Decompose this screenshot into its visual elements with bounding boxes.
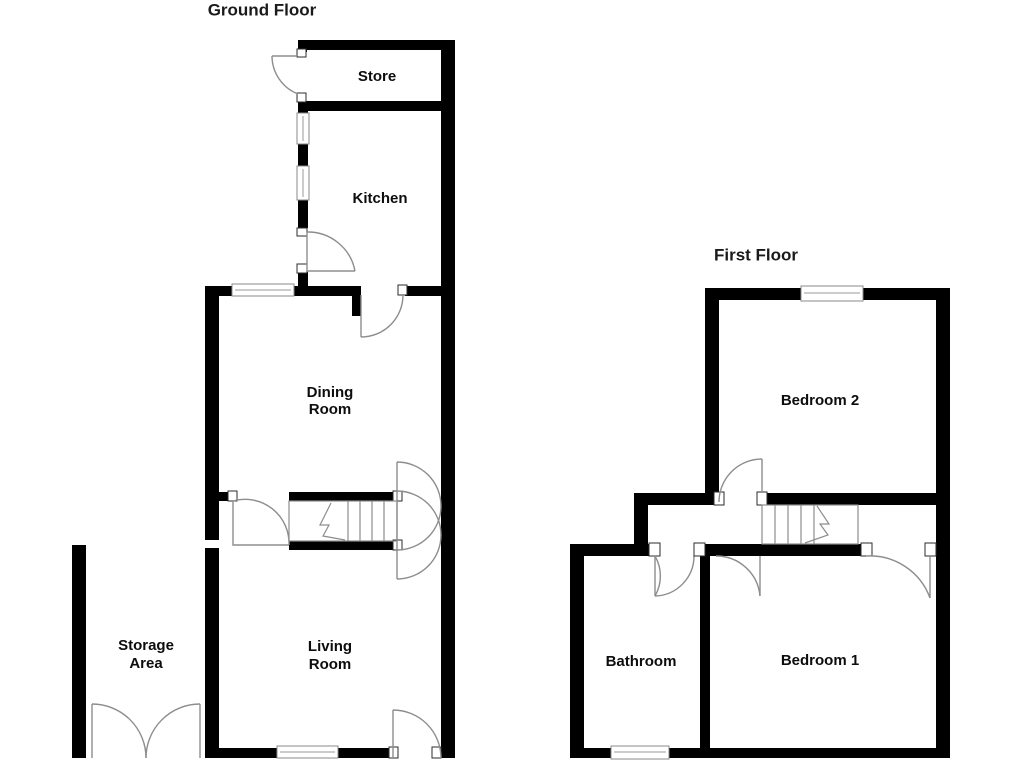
door-bedroom1 bbox=[860, 542, 937, 599]
wall-bed1-bottom bbox=[700, 748, 950, 758]
wall-bathroom-bottom-right bbox=[668, 748, 708, 758]
first-floor-doors bbox=[648, 458, 937, 599]
ground-floor-group bbox=[72, 40, 455, 759]
door-dining-kitchen bbox=[360, 284, 408, 338]
wall-kitchen-left-d bbox=[298, 272, 308, 294]
first-floor-windows bbox=[610, 285, 864, 760]
plan-text-labels: Ground Floor First Floor Store Kitchen D… bbox=[118, 0, 859, 672]
wall-landing-step-upper bbox=[634, 493, 719, 505]
room-label-living-room: Living Room bbox=[308, 638, 352, 673]
wall-landing-bed1-head bbox=[700, 544, 756, 556]
wall-bed2-bottom-right bbox=[765, 493, 937, 505]
wall-kitchen-left-a bbox=[298, 101, 308, 113]
staircase-ground bbox=[288, 500, 398, 542]
wall-bed2-left bbox=[705, 288, 719, 502]
wall-landing-step-vert bbox=[634, 493, 648, 549]
wall-dining-top-right bbox=[405, 286, 443, 296]
room-label-living-room-line1: Living bbox=[308, 638, 352, 655]
ground-floor-doors bbox=[91, 48, 442, 759]
window-bathroom-front bbox=[610, 745, 670, 760]
wall-kitchen-hall-jog bbox=[352, 286, 361, 316]
wall-dining-left-outer bbox=[205, 286, 219, 540]
room-label-bedroom-1: Bedroom 1 bbox=[781, 652, 859, 669]
room-label-dining-room: Dining Room bbox=[307, 384, 354, 418]
wall-storage-left-outer bbox=[72, 545, 86, 758]
wall-store-left-stub bbox=[298, 40, 307, 52]
door-stairhall-living bbox=[392, 461, 442, 580]
window-kitchen-upper bbox=[296, 112, 310, 145]
wall-living-left-outer bbox=[205, 548, 219, 758]
wall-living-bottom-a bbox=[205, 748, 278, 758]
wall-right-outer bbox=[441, 40, 455, 758]
wall-first-right-outer bbox=[936, 288, 950, 758]
ground-floor-walls bbox=[72, 40, 455, 758]
wall-bathroom-top bbox=[570, 544, 650, 556]
room-label-living-room-line2: Room bbox=[309, 656, 352, 673]
wall-bed1-bathroom-divider bbox=[700, 556, 710, 758]
door-kitchen-hall bbox=[296, 227, 356, 274]
wall-kitchen-left-c bbox=[298, 200, 308, 228]
first-floor-group bbox=[570, 285, 950, 760]
wall-living-bottom-c bbox=[439, 748, 455, 758]
wall-stairhall-top-right bbox=[289, 492, 397, 501]
window-living-front bbox=[276, 745, 339, 759]
wall-living-bottom-b bbox=[337, 748, 393, 758]
wall-bed2-top-right bbox=[862, 288, 950, 300]
window-dining-rear bbox=[231, 283, 295, 297]
wall-bed1-head-right bbox=[756, 544, 866, 556]
door-bedroom2 bbox=[713, 458, 768, 506]
wall-stairhall-top-left bbox=[205, 492, 233, 501]
wall-bed2-top-left bbox=[705, 288, 802, 300]
room-label-bathroom: Bathroom bbox=[606, 653, 677, 670]
wall-store-kitchen-divider bbox=[298, 101, 443, 111]
door-living-front bbox=[388, 709, 442, 759]
wall-store-top bbox=[305, 40, 455, 50]
first-floor-title: First Floor bbox=[714, 245, 798, 264]
wall-bathroom-bottom-left bbox=[570, 748, 612, 758]
first-floor-walls bbox=[570, 288, 950, 758]
room-label-dining-room-line1: Dining bbox=[307, 384, 354, 401]
window-kitchen-lower bbox=[296, 165, 310, 201]
room-label-kitchen: Kitchen bbox=[352, 190, 407, 207]
ground-floor-title: Ground Floor bbox=[208, 0, 317, 19]
room-label-storage-area-line1: Storage bbox=[118, 637, 174, 654]
room-label-bedroom-2: Bedroom 2 bbox=[781, 392, 859, 409]
staircase-first bbox=[761, 504, 859, 545]
window-bedroom2-rear bbox=[800, 285, 864, 302]
ground-floor-windows bbox=[231, 112, 339, 759]
door-bathroom bbox=[648, 542, 695, 597]
wall-bathroom-left bbox=[570, 544, 584, 758]
room-label-storage-area-line2: Area bbox=[129, 655, 163, 672]
door-storage-double bbox=[91, 703, 201, 759]
wall-dining-top-left bbox=[205, 286, 235, 296]
wall-dining-top-mid bbox=[290, 286, 360, 296]
wall-kitchen-left-b bbox=[298, 144, 308, 166]
room-label-dining-room-line2: Room bbox=[309, 401, 352, 418]
wall-stairhall-bottom bbox=[289, 541, 397, 550]
door-landing-bed1 bbox=[693, 542, 761, 597]
room-label-store: Store bbox=[358, 68, 396, 85]
door-dining-stairhall bbox=[227, 490, 290, 546]
room-label-storage-area: Storage Area bbox=[118, 637, 174, 672]
door-store bbox=[271, 48, 307, 103]
